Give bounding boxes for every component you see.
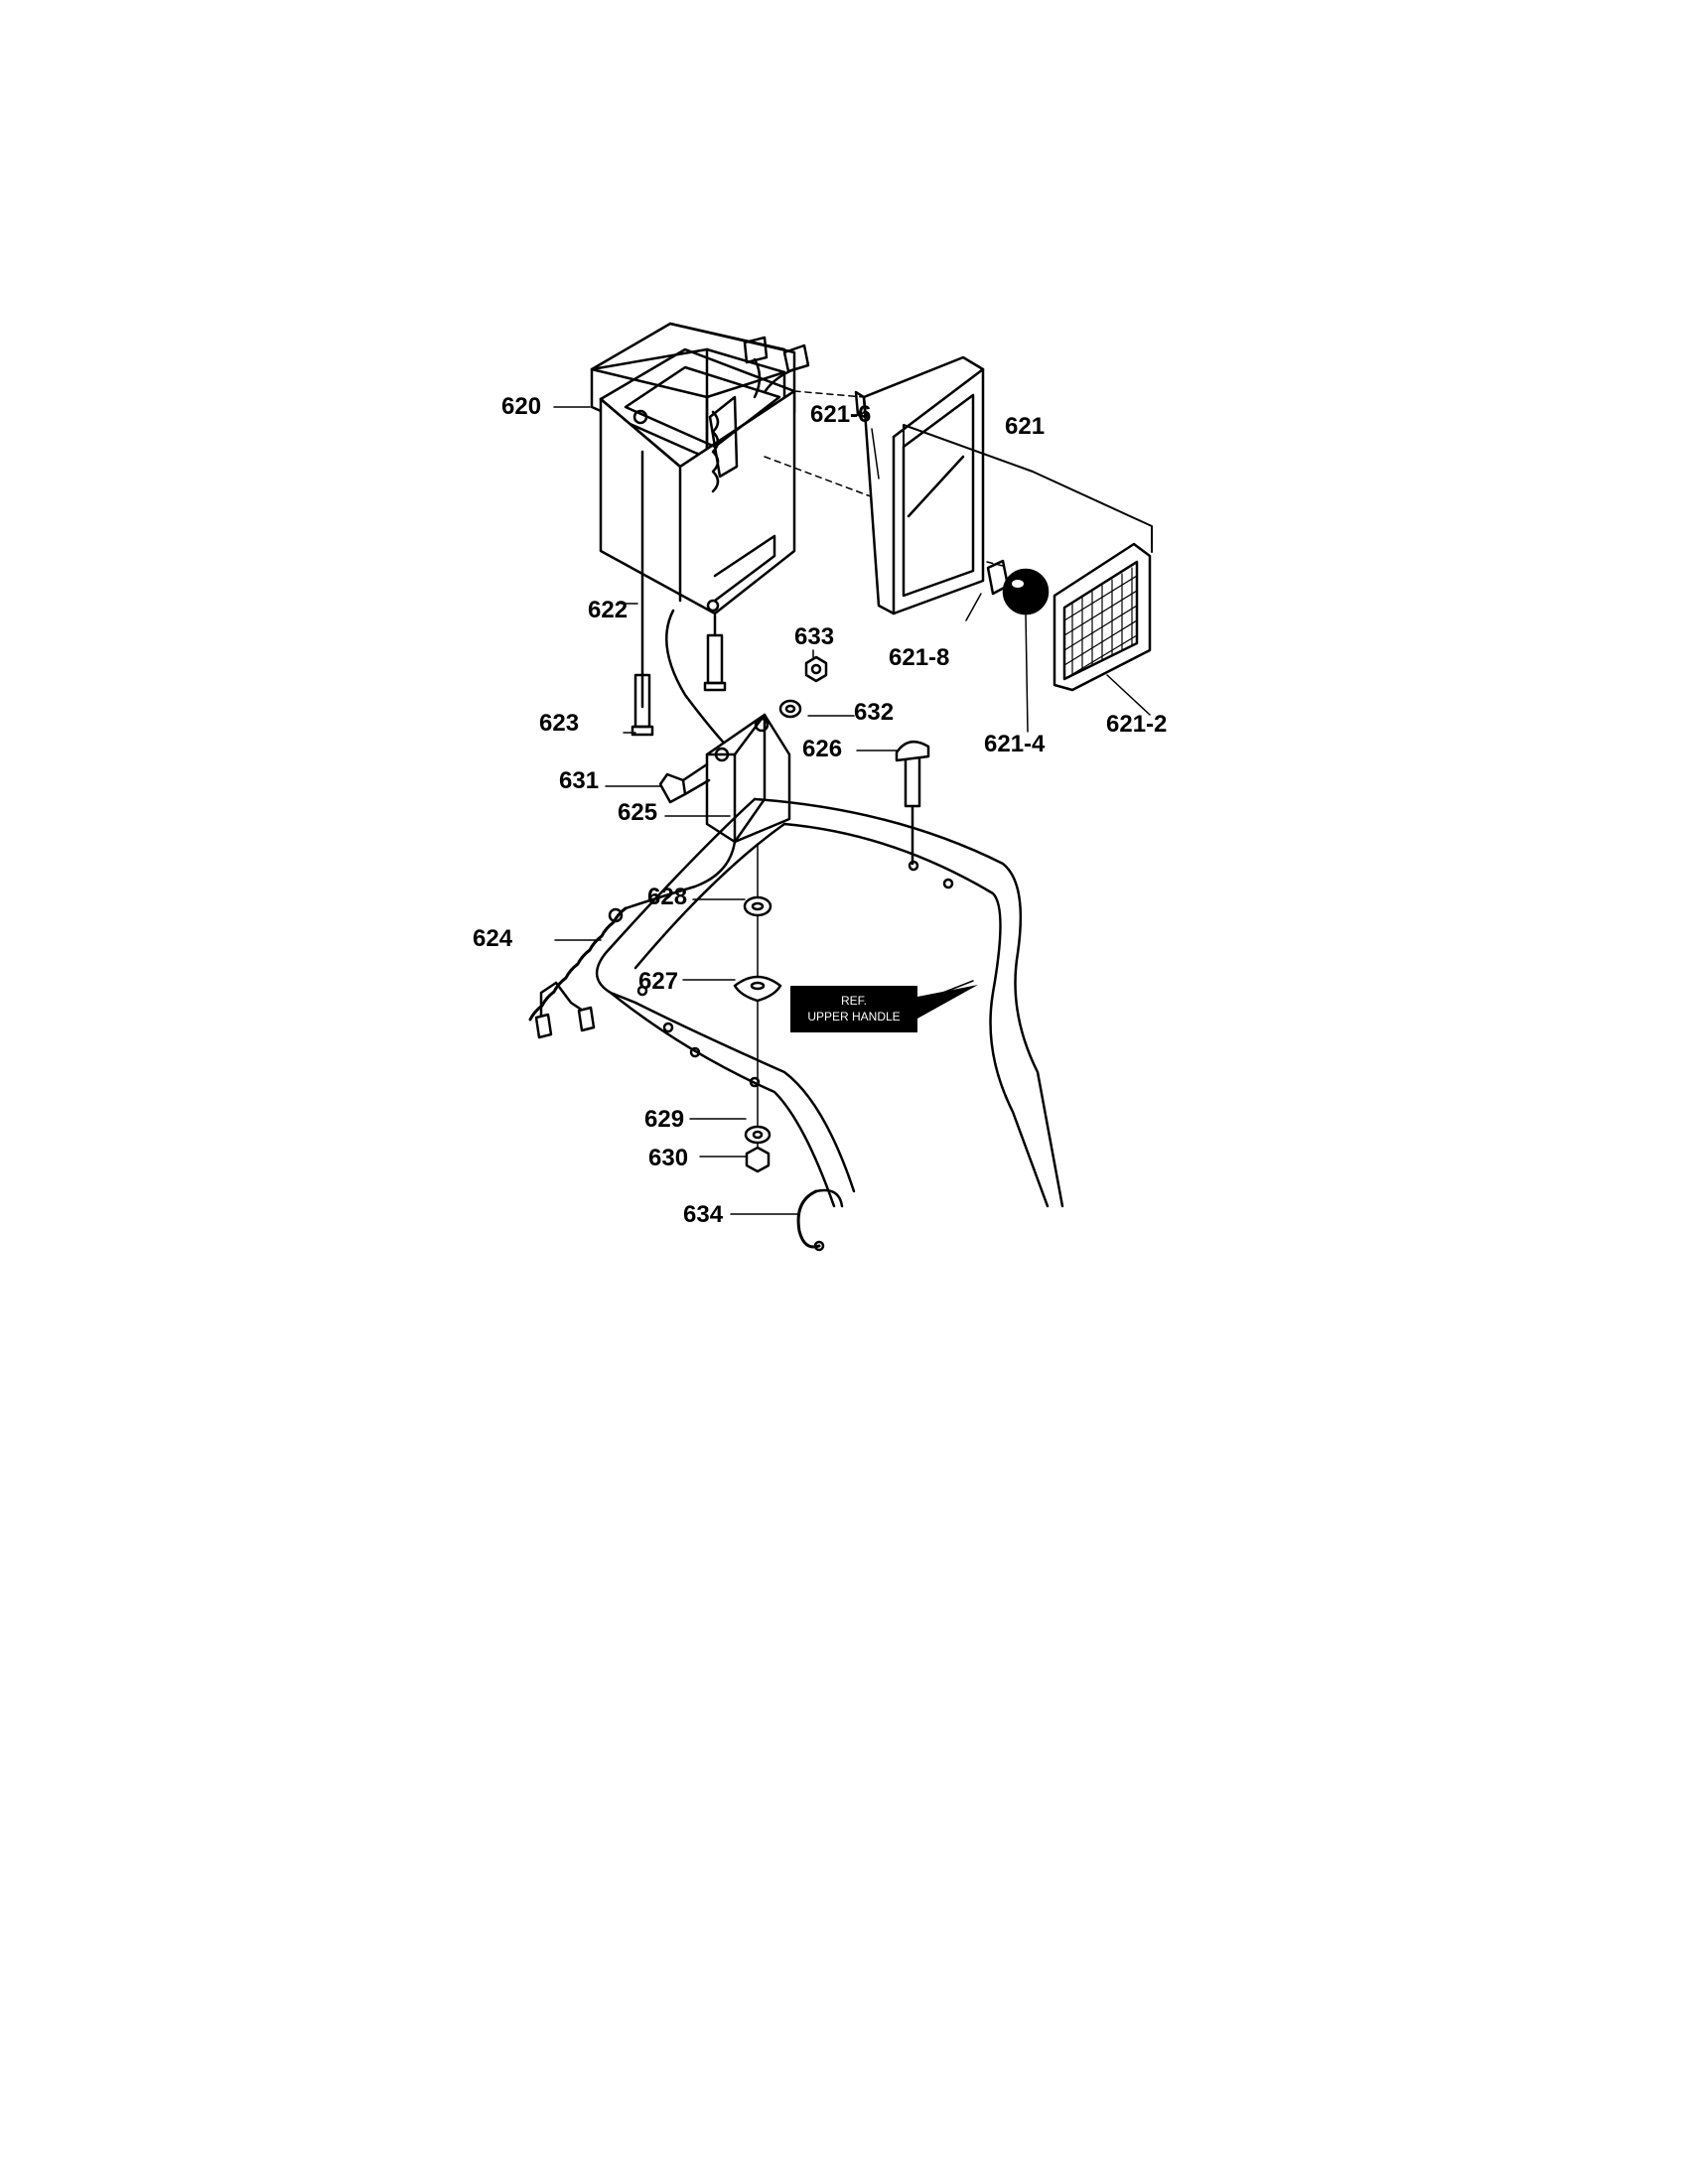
wire-connectors — [743, 336, 810, 399]
label-621-6: 621-6 — [810, 401, 872, 428]
lens-part-621-2 — [1052, 542, 1152, 692]
label-632: 632 — [854, 699, 895, 726]
washer-part-628 — [743, 895, 772, 917]
label-621-8: 621-8 — [889, 644, 950, 671]
nut-part-633 — [804, 655, 828, 683]
label-633: 633 — [794, 623, 835, 650]
label-620: 620 — [501, 393, 542, 420]
ref-arrow — [917, 985, 978, 1019]
label-621-2: 621-2 — [1106, 711, 1168, 738]
coiled-cord-part-624 — [528, 840, 737, 1039]
spacer-part-627 — [733, 975, 782, 1003]
bolt-part-623-b — [703, 614, 727, 692]
ref-line-2: UPPER HANDLE — [807, 1010, 901, 1024]
washer-part-629 — [744, 1125, 772, 1145]
label-624: 624 — [473, 925, 513, 952]
ref-line-1: REF. — [840, 994, 867, 1008]
carriage-bolt-part-626 — [895, 740, 930, 866]
label-623: 623 — [539, 710, 580, 737]
label-621: 621 — [1005, 413, 1046, 440]
bulb-part-621-4 — [1002, 568, 1050, 615]
leader-lines — [553, 406, 1151, 1215]
bolt-part-631 — [658, 762, 711, 804]
label-631: 631 — [559, 767, 600, 794]
washer-part-632 — [778, 699, 802, 719]
ref-upper-handle-box: REF. UPPER HANDLE — [790, 986, 917, 1032]
label-628: 628 — [647, 884, 688, 910]
lamp-housing-part-622 — [599, 347, 796, 615]
label-621-4: 621-4 — [984, 731, 1046, 757]
label-627: 627 — [638, 968, 679, 995]
bracket-part-625 — [705, 713, 791, 844]
assembly-bracket-621 — [903, 424, 1153, 553]
label-626: 626 — [802, 736, 843, 762]
upper-handle-ref — [596, 797, 1064, 1208]
label-625: 625 — [618, 799, 658, 826]
lamp-wire — [665, 609, 737, 756]
nut-part-630 — [745, 1146, 771, 1173]
lamp-reflector-part-621-6 — [854, 355, 985, 615]
label-629: 629 — [644, 1106, 685, 1133]
label-630: 630 — [648, 1145, 689, 1171]
label-622: 622 — [588, 597, 629, 623]
label-634: 634 — [683, 1201, 724, 1228]
clip-part-634 — [796, 1188, 844, 1252]
